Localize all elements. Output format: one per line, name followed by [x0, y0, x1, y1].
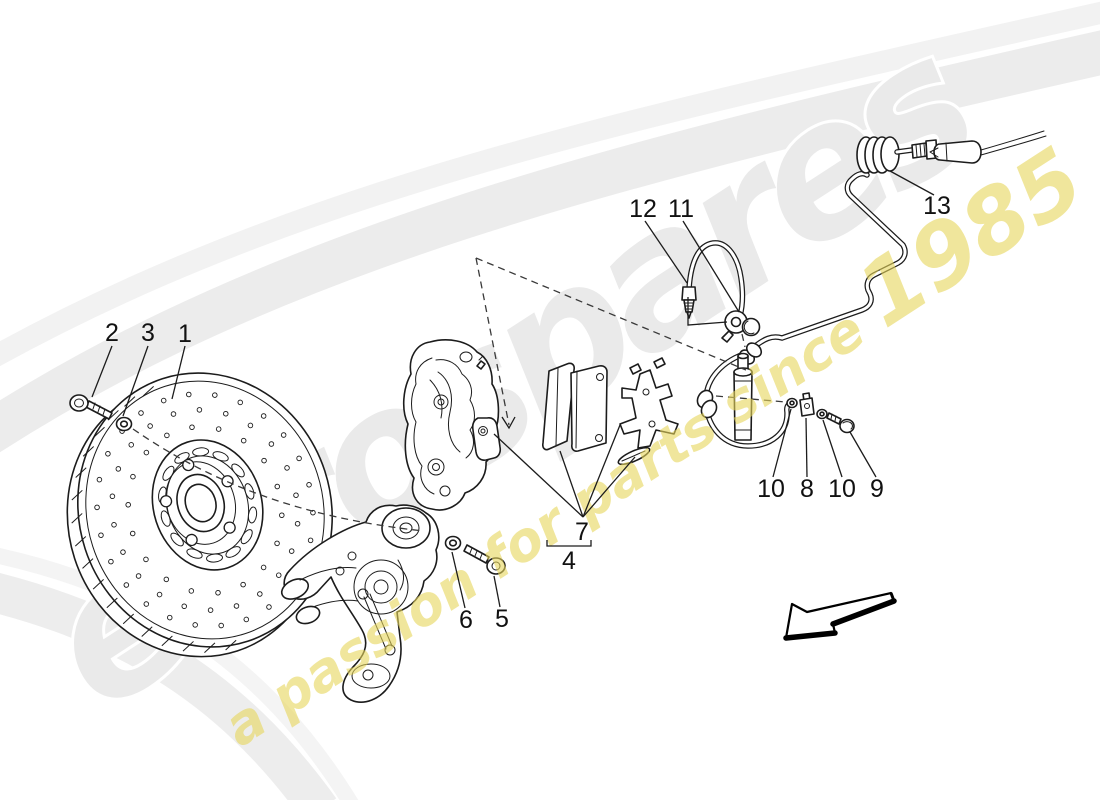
washer-3-drawing [115, 416, 133, 432]
callout-2: 2 [105, 319, 119, 347]
washer-6-drawing [444, 535, 462, 551]
callouts: 1 2 3 4 5 6 7 8 9 10 10 11 12 13 [91, 170, 951, 634]
knuckle-drawing [280, 504, 440, 703]
brake-pipe-drawing [751, 170, 908, 350]
callout-12: 12 [629, 195, 657, 223]
callout-3: 3 [141, 319, 155, 347]
callout-11: 11 [668, 195, 694, 223]
pipe-clamp-drawing [721, 310, 761, 343]
callout-4: 4 [562, 547, 576, 575]
pipe-fitting-drawing [911, 130, 1047, 164]
line-art [66, 130, 1047, 703]
abs-sensor-drawing [681, 240, 746, 319]
disc-rim-ticks [71, 385, 237, 653]
disc-drill-holes [94, 391, 316, 629]
coil-guard-drawing [856, 136, 915, 174]
callout-10a: 10 [757, 475, 785, 503]
callout-5: 5 [495, 605, 509, 633]
pad-clip-drawing [619, 357, 679, 449]
callout-13: 13 [923, 192, 951, 220]
brake-disc-drawing [66, 372, 333, 658]
callout-1: 1 [178, 320, 192, 348]
disc-lug-holes [159, 458, 236, 547]
caliper-drawing [402, 339, 502, 511]
callout-9: 9 [870, 475, 884, 503]
callout-10b: 10 [828, 475, 856, 503]
leader-lines [91, 170, 935, 609]
direction-arrow-icon [783, 591, 897, 641]
bolt-2-drawing [69, 394, 113, 420]
bolt-5-drawing [463, 544, 506, 575]
pad-pin-drawing [617, 446, 651, 466]
callout-7: 7 [575, 518, 589, 546]
brake-pads-drawing [542, 362, 608, 452]
brake-hose-drawing [696, 342, 796, 449]
callout-6: 6 [459, 606, 473, 634]
assembly-dashed-lines [132, 257, 787, 532]
callout-8: 8 [800, 475, 814, 503]
fitting-hardware-drawing [786, 392, 855, 434]
